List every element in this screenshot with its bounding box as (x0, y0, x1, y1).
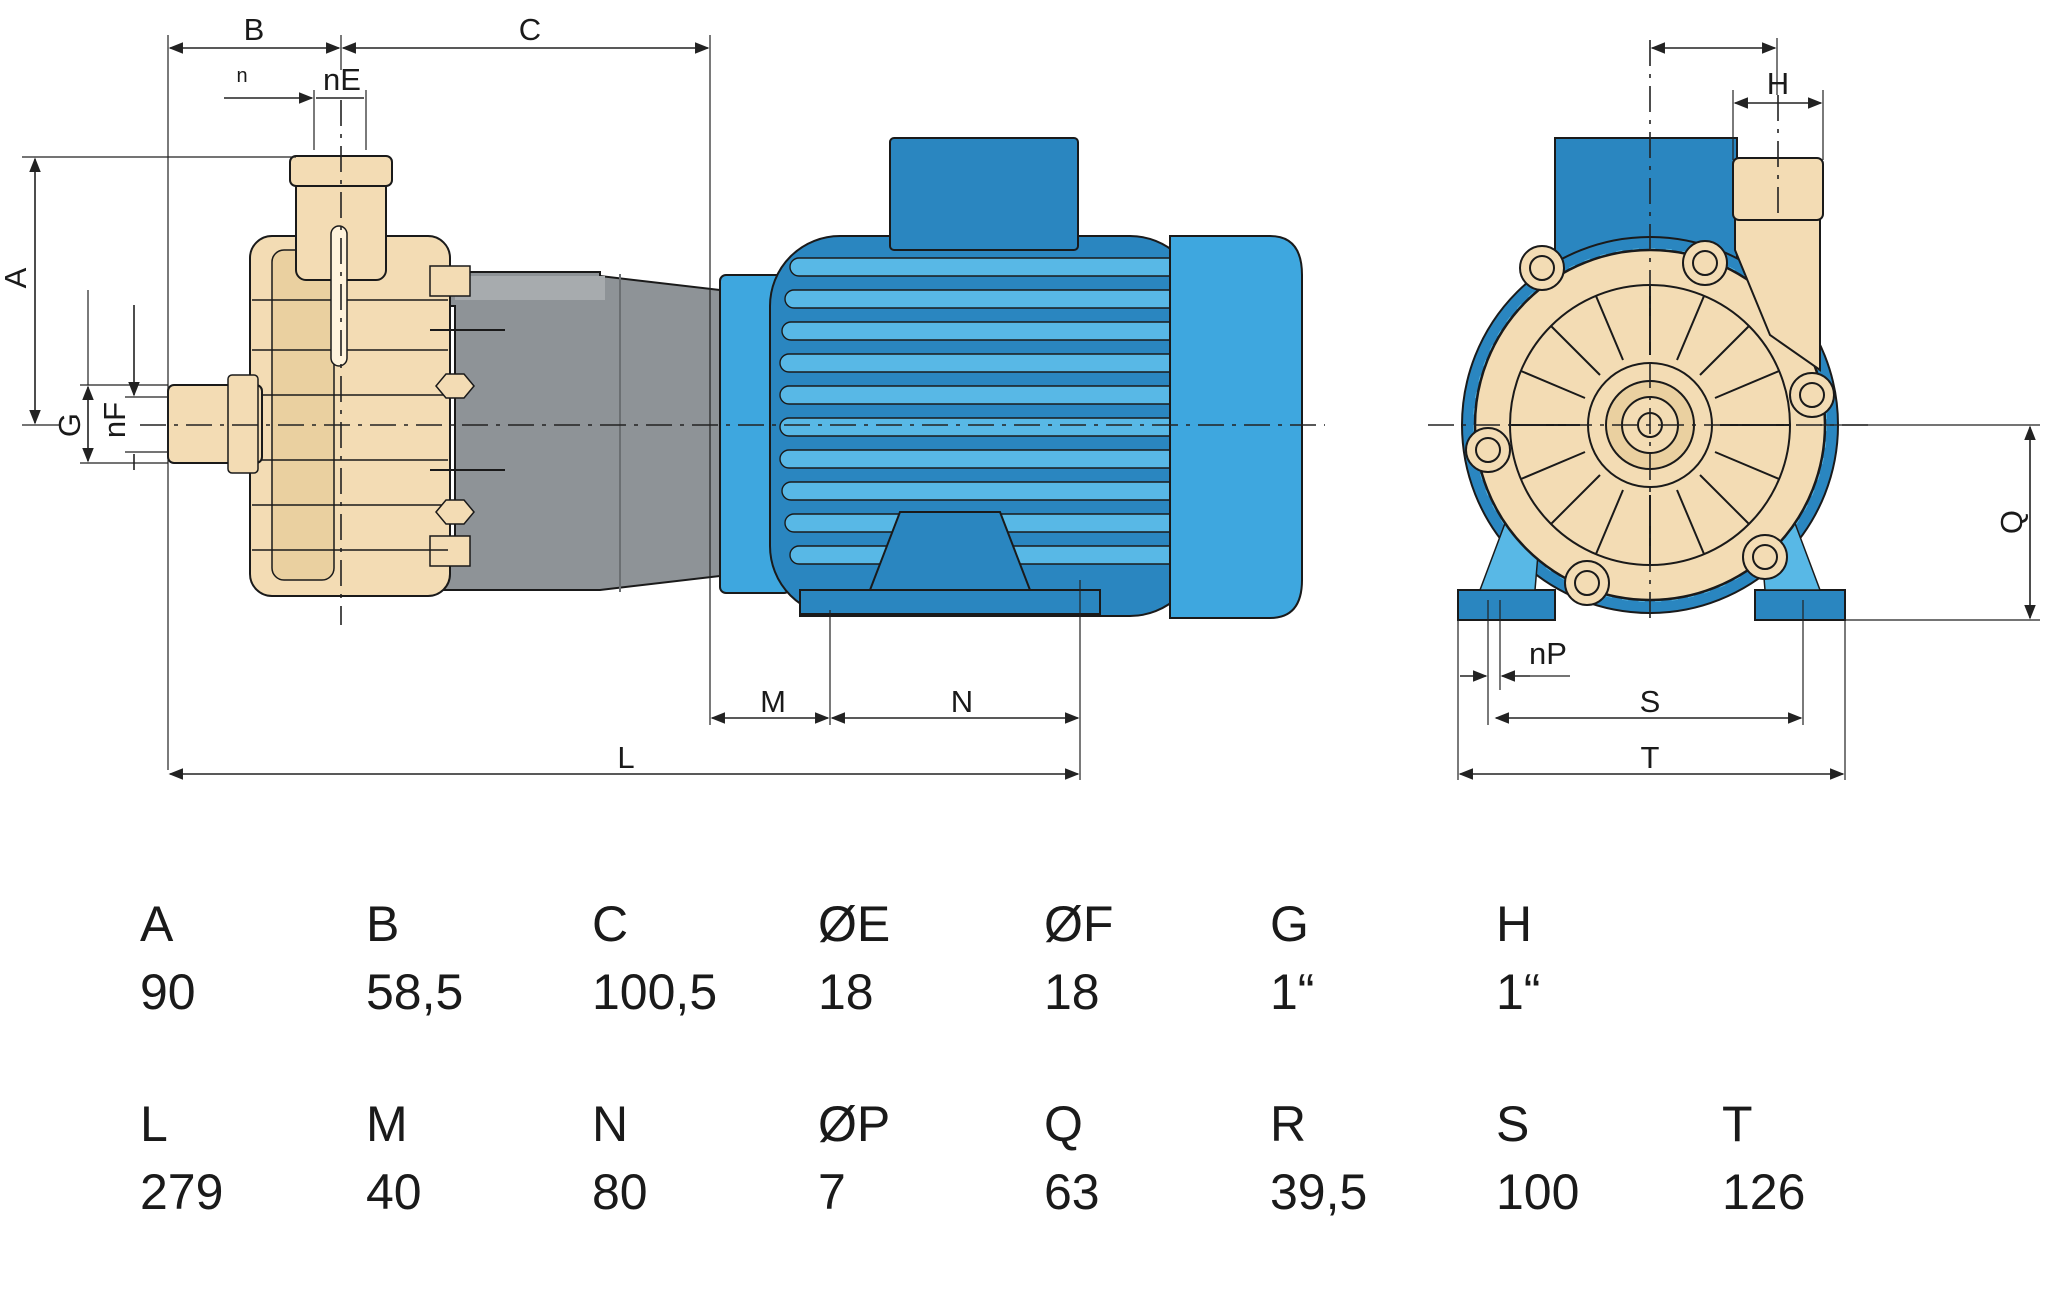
table-value: 100,5 (592, 964, 718, 1020)
dim-label-nE: nE (323, 62, 361, 97)
table-header: H (1496, 896, 1533, 952)
table-header: S (1496, 1096, 1530, 1152)
table-cell: R 39,5 (1270, 1090, 1496, 1226)
table-cell: T 126 (1722, 1090, 1948, 1226)
table-value: 39,5 (1270, 1164, 1368, 1220)
dim-label-S: S (1640, 684, 1661, 719)
table-cell: Q 63 (1044, 1090, 1270, 1226)
dim-label-A: A (0, 267, 33, 288)
table-cell: B 58,5 (366, 890, 592, 1026)
dim-label-G: G (52, 413, 87, 437)
table-value: 1“ (1496, 964, 1541, 1020)
side-view (140, 100, 1325, 625)
table-header: A (140, 896, 174, 952)
table-value: 100 (1496, 1164, 1580, 1220)
table-cell: C 100,5 (592, 890, 818, 1026)
table-header: ØP (818, 1096, 891, 1152)
pump-bracket (429, 271, 721, 591)
table-row: A 90 B 58,5 C 100,5 ØE 18 ØF 18 G 1“ H 1… (140, 890, 2000, 1090)
dim-label-C: C (519, 12, 541, 47)
table-value: 58,5 (366, 964, 464, 1020)
dimension-table: A 90 B 58,5 C 100,5 ØE 18 ØF 18 G 1“ H 1… (140, 890, 2000, 1290)
table-value: 63 (1044, 1164, 1100, 1220)
technical-drawing: B C n nE A G nF M N L (0, 12, 2040, 780)
table-cell: A 90 (140, 890, 366, 1026)
table-value: 80 (592, 1164, 648, 1220)
table-value: 279 (140, 1164, 224, 1220)
table-cell: ØF 18 (1044, 890, 1270, 1026)
table-cell: M 40 (366, 1090, 592, 1226)
table-value: 126 (1722, 1164, 1806, 1220)
dim-label-N: N (951, 684, 973, 719)
table-value: 1“ (1270, 964, 1315, 1020)
motor (769, 137, 1201, 617)
table-value: 90 (140, 964, 196, 1020)
table-header: B (366, 896, 400, 952)
table-cell: L 279 (140, 1090, 366, 1226)
table-value: 7 (818, 1164, 846, 1220)
table-header: C (592, 896, 629, 952)
dim-label-n: n (236, 65, 247, 87)
dim-label-Q: Q (1994, 510, 2029, 534)
table-header: N (592, 1096, 629, 1152)
table-cell: G 1“ (1270, 890, 1496, 1026)
front-view (1428, 40, 1872, 625)
dim-label-H: H (1767, 66, 1789, 101)
dim-label-T: T (1641, 740, 1660, 775)
table-header: G (1270, 896, 1309, 952)
table-value: 40 (366, 1164, 422, 1220)
fan-cover (1169, 235, 1303, 619)
table-header: L (140, 1096, 168, 1152)
table-header: ØE (818, 896, 891, 952)
table-header: Q (1044, 1096, 1083, 1152)
table-header: T (1722, 1096, 1753, 1152)
dim-label-nF: nF (97, 402, 132, 438)
side-view-dimensions: B C n nE A G nF M N L (0, 12, 1081, 780)
dim-label-L: L (617, 740, 634, 775)
table-header: M (366, 1096, 408, 1152)
dim-label-B: B (244, 12, 265, 47)
table-cell: H 1“ (1496, 890, 1722, 1026)
pump-head (167, 155, 505, 597)
dim-label-M: M (760, 684, 786, 719)
table-cell: ØP 7 (818, 1090, 1044, 1226)
table-cell: ØE 18 (818, 890, 1044, 1026)
dim-label-nP: nP (1529, 636, 1567, 671)
table-header: ØF (1044, 896, 1114, 952)
table-cell: S 100 (1496, 1090, 1722, 1226)
table-header: R (1270, 1096, 1307, 1152)
table-value: 18 (818, 964, 874, 1020)
table-value: 18 (1044, 964, 1100, 1020)
table-cell: N 80 (592, 1090, 818, 1226)
table-row: L 279 M 40 N 80 ØP 7 Q 63 R 39,5 S 100 T (140, 1090, 2000, 1290)
front-view-dimensions: H Q nP S T (1457, 38, 2040, 780)
